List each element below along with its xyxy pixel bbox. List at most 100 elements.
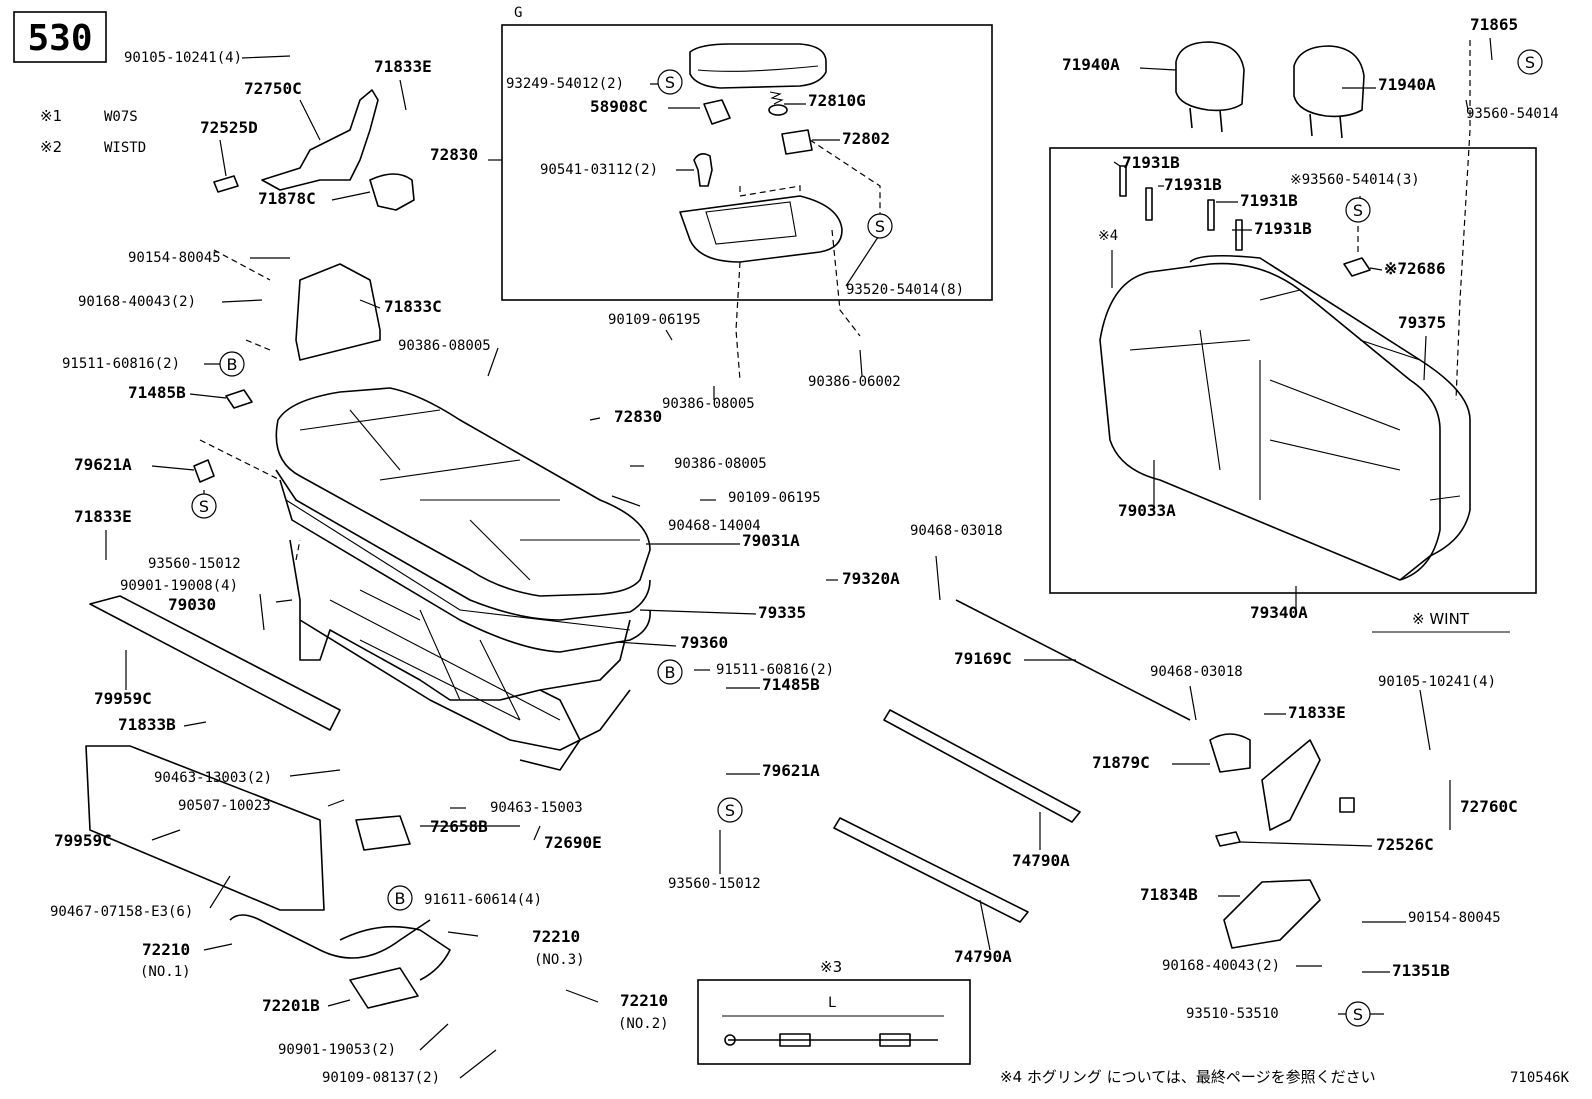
s-symbol: S — [867, 213, 893, 239]
part-label-p75: 79033A — [1118, 501, 1176, 520]
leader-line — [979, 899, 991, 951]
part-label-p19: 90507-10023 — [178, 798, 271, 814]
leader-line — [275, 599, 293, 603]
part-label-p82: 71834B — [1140, 885, 1198, 904]
leader-line — [1419, 689, 1431, 751]
part-label-p56: 79621A — [762, 761, 820, 780]
leader-line — [1139, 67, 1177, 71]
leader-line — [331, 191, 371, 201]
leader-line — [935, 555, 941, 601]
leader-line — [289, 769, 341, 777]
leader-line — [183, 721, 207, 727]
leader-line — [203, 943, 233, 951]
leader-line — [565, 989, 599, 1003]
cover-71833c — [295, 263, 381, 361]
leader-line — [639, 609, 757, 615]
hinge-72750c — [261, 89, 379, 191]
armrest-group-box — [501, 24, 993, 301]
part-label-p14: 90901-19008(4) — [120, 578, 238, 594]
part-label-p74: 79375 — [1398, 313, 1446, 332]
seat-back-box — [1049, 147, 1537, 594]
leader-line — [259, 593, 265, 631]
headrest-guides — [1119, 165, 1243, 251]
leader-line — [1189, 685, 1197, 721]
headrest-right — [1293, 45, 1365, 118]
leader-line — [611, 495, 641, 507]
part-label-p9: 91511-60816(2) — [62, 356, 180, 372]
part-label-p11: 79621A — [74, 455, 132, 474]
leader-line — [447, 931, 479, 937]
part-label-p13: 93560-15012 — [148, 556, 241, 572]
leader-line — [327, 799, 345, 807]
svg-text:S: S — [1353, 1005, 1363, 1024]
part-label-p77: 90105-10241(4) — [1378, 674, 1496, 690]
legend-note-1-mark: ※1 — [40, 107, 62, 125]
part-label-p5: 71878C — [258, 189, 316, 208]
leader-line — [1489, 37, 1493, 61]
bracket-58908c — [703, 99, 731, 125]
leader-line — [859, 349, 863, 377]
part-label-p83: 90154-80045 — [1408, 910, 1501, 926]
b-symbol: B — [657, 659, 683, 685]
part-label-p67: 71931B — [1122, 153, 1180, 172]
leader-line — [151, 829, 181, 841]
leader-line — [209, 875, 231, 909]
part-label-p26: 90109-08137(2) — [322, 1070, 440, 1086]
part-label-p18: 90463-13003(2) — [154, 770, 272, 786]
part-label-p70: 71931B — [1254, 219, 1312, 238]
inset-mark: ※3 — [820, 958, 842, 976]
part-label-p1: 90105-10241(4) — [124, 50, 242, 66]
legend-footnote: ※4 ホグリング については、最終ページを参照ください — [1000, 1068, 1376, 1086]
strap-74790a-lower — [833, 817, 1029, 923]
leader-line — [151, 465, 195, 471]
part-label-p58: 90468-03018 — [910, 523, 1003, 539]
part-label-p52: 79335 — [758, 603, 806, 622]
b-symbol: B — [219, 351, 245, 377]
svg-text:S: S — [725, 801, 735, 820]
part-label-p22: 72210 — [142, 940, 190, 959]
part-label-p55: 71485B — [762, 675, 820, 694]
bolt-90541 — [693, 152, 713, 187]
legend-note-1-text: W07S — [104, 109, 138, 125]
part-label-p28: (NO.3) — [534, 952, 585, 968]
header-code-box — [13, 11, 107, 63]
right-hinge-parts — [833, 599, 1355, 949]
rail-79959c — [89, 595, 341, 731]
svg-text:S: S — [1525, 53, 1535, 72]
leader-line — [399, 79, 407, 111]
part-label-p33: 72690E — [544, 833, 602, 852]
part-label-p45: 90386-06002 — [808, 374, 901, 390]
armrest-group-label: G — [514, 5, 522, 21]
leader-line — [615, 641, 677, 647]
part-label-p73: ※72686 — [1384, 259, 1446, 278]
part-label-p79: 71879C — [1092, 753, 1150, 772]
part-label-p60: 90468-03018 — [1150, 664, 1243, 680]
lever-72201b — [349, 967, 419, 1009]
bracket-72686 — [1343, 257, 1371, 277]
part-label-p12: 71833E — [74, 507, 132, 526]
part-label-p37: 72810G — [808, 91, 866, 110]
part-label-p44: 90386-08005 — [662, 396, 755, 412]
part-label-p8: 71833C — [384, 297, 442, 316]
part-label-p24: 72201B — [262, 996, 320, 1015]
clip-71485b-left — [225, 389, 253, 409]
leader-line — [299, 99, 321, 141]
leader-line — [589, 417, 601, 421]
part-label-p47: 90386-08005 — [674, 456, 767, 472]
svg-text:B: B — [665, 663, 676, 682]
part-label-p40: 90541-03112(2) — [540, 162, 658, 178]
part-label-p51: 79320A — [842, 569, 900, 588]
leader-line — [327, 999, 351, 1007]
left-hinge-parts — [85, 89, 451, 1009]
part-label-p86: 93510-53510 — [1186, 1006, 1279, 1022]
leader-line — [1465, 99, 1469, 111]
header-code-text: 530 — [27, 18, 92, 59]
part-label-p36: 58908C — [590, 97, 648, 116]
cover-71834b — [1223, 879, 1321, 949]
leader-line — [1113, 161, 1121, 167]
part-label-p50: 79031A — [742, 531, 800, 550]
inset-length: L — [828, 995, 836, 1011]
part-label-p48: 90109-06195 — [728, 490, 821, 506]
part-label-p23: (NO.1) — [140, 964, 191, 980]
